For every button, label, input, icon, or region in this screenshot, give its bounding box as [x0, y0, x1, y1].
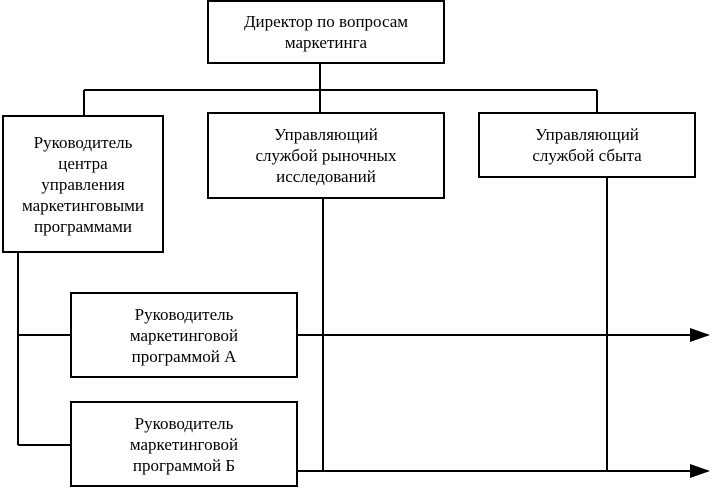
program-b-manager-box: Руководитель маркетинговой программой Б — [70, 401, 298, 487]
program-a-manager-box: Руководитель маркетинговой программой А — [70, 292, 298, 378]
sales-manager-box: Управляющий службой сбыта — [478, 112, 696, 178]
research-manager-box: Управляющий службой рыночных исследовани… — [207, 112, 445, 199]
director-box: Директор по вопросам маркетинга — [207, 0, 445, 64]
center-manager-box: Руководитель центра управления маркетинг… — [2, 115, 164, 253]
